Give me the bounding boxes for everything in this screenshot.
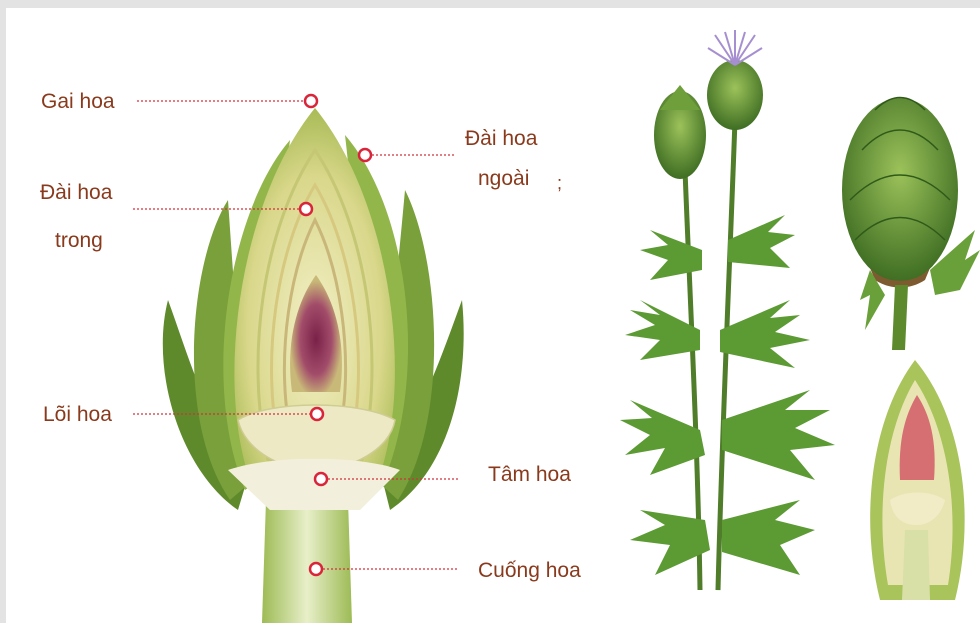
marker-cuong-hoa bbox=[310, 563, 322, 575]
label-dai-hoa-ngoai-line2: ngoài bbox=[478, 166, 529, 192]
artichoke-cross-section bbox=[163, 108, 464, 623]
label-dai-hoa-ngoai-mark: ; bbox=[557, 172, 562, 195]
marker-gai-hoa bbox=[305, 95, 317, 107]
label-dai-hoa-ngoai-line1: Đài hoa bbox=[465, 126, 537, 152]
label-loi-hoa: Lõi hoa bbox=[43, 402, 112, 428]
label-tam-hoa: Tâm hoa bbox=[488, 462, 571, 488]
label-dai-hoa-trong-line1: Đài hoa bbox=[40, 180, 112, 206]
marker-dai-hoa-trong bbox=[300, 203, 312, 215]
marker-dai-hoa-ngoai bbox=[359, 149, 371, 161]
marker-tam-hoa bbox=[315, 473, 327, 485]
stem bbox=[262, 500, 352, 623]
label-dai-hoa-trong-line2: trong bbox=[55, 228, 103, 254]
artichoke-plant-illustration bbox=[620, 30, 980, 600]
marker-loi-hoa bbox=[311, 408, 323, 420]
label-gai-hoa: Gai hoa bbox=[41, 89, 115, 115]
label-cuong-hoa: Cuống hoa bbox=[478, 558, 581, 584]
